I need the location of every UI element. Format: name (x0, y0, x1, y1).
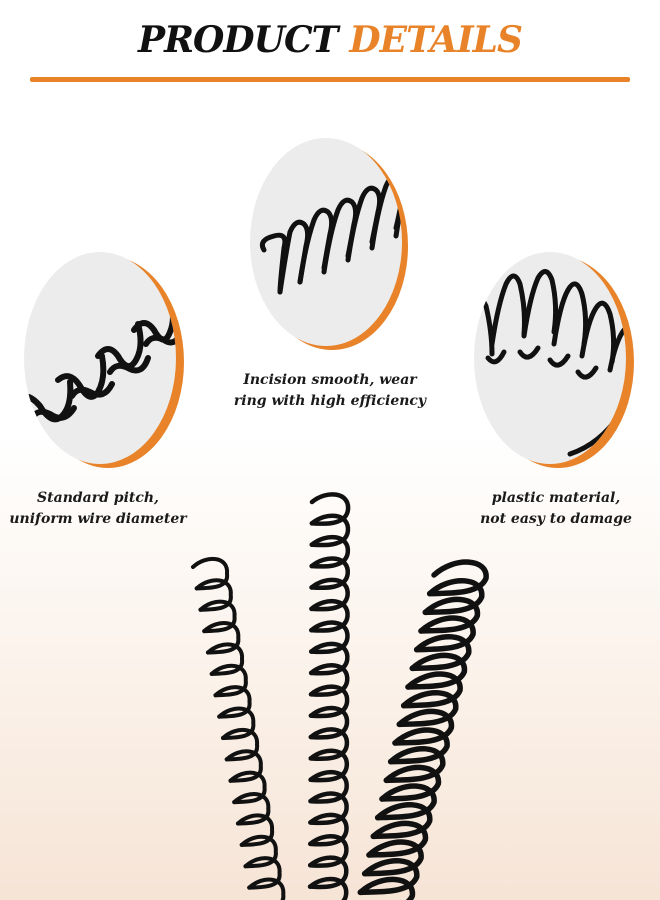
caption-line: Incision smooth, wear (243, 372, 417, 388)
coil-loop (309, 492, 351, 526)
coil-loop (357, 876, 416, 900)
coil-loop (236, 813, 275, 847)
coil-loop (374, 783, 437, 821)
coil-loop (194, 578, 233, 612)
coil-loop (221, 728, 260, 762)
coil-loop (426, 559, 489, 597)
coil-loop (309, 534, 351, 569)
coil-closeup-end-icon (250, 138, 408, 350)
coil-loop (308, 812, 349, 847)
coil-loop (308, 705, 350, 740)
coil-loop (422, 578, 485, 616)
coil-loop (308, 791, 349, 826)
coil-loop (387, 727, 450, 765)
coil-loop (309, 620, 350, 655)
detail-caption-center: Incision smooth, wear ring with high eff… (230, 370, 430, 412)
coil-loop (308, 727, 350, 762)
coil-loop (209, 663, 248, 698)
coil-loop (361, 839, 424, 877)
coil-loop (396, 690, 459, 728)
coil-loop (206, 642, 245, 676)
caption-line: Standard pitch, (37, 490, 159, 506)
coil-loop (202, 621, 241, 655)
coil-loop (232, 792, 271, 826)
coil-loop (308, 769, 349, 804)
coil-loop (239, 834, 278, 869)
product-photo (170, 485, 510, 900)
caption-line: not easy to damage (480, 511, 632, 527)
coil-loop (191, 557, 230, 591)
coil-left (191, 557, 286, 900)
coil-loop (213, 685, 252, 719)
title-word-product: PRODUCT (138, 19, 338, 61)
coil-loop (224, 749, 263, 783)
coil-loop (198, 599, 237, 634)
coil-right (357, 559, 489, 900)
coil-loop (309, 556, 350, 591)
caption-line: uniform wire diameter (9, 511, 187, 527)
coil-loop (308, 663, 350, 697)
detail-caption-left: Standard pitch, uniform wire diameter (4, 488, 192, 530)
coil-loop (400, 671, 463, 709)
coil-closeup-pitch-icon (24, 252, 184, 468)
coil-loop (309, 599, 350, 633)
coil-loop (309, 513, 351, 548)
coil-loop (307, 834, 349, 868)
coil-loop (243, 856, 282, 890)
caption-line: ring with high efficiency (233, 393, 427, 409)
coil-loop (247, 877, 286, 900)
coil-loop (308, 641, 350, 676)
coil-loop (418, 596, 481, 634)
coil-loop (228, 770, 267, 805)
detail-caption-right: plastic material, not easy to damage (468, 488, 644, 530)
coil-loop (308, 684, 350, 719)
coil-closeup-material-icon (474, 252, 634, 468)
coil-loop (383, 746, 446, 784)
coil-loop (379, 764, 442, 802)
coil-loop (370, 802, 433, 840)
detail-circle-center (246, 132, 414, 354)
coil-loop (307, 876, 349, 900)
detail-circle-left (22, 248, 190, 473)
coil-loop (309, 577, 350, 612)
page-title: PRODUCT DETAILS (0, 14, 660, 66)
coil-loop (308, 748, 349, 783)
coil-loop (217, 706, 256, 740)
detail-circle-right (470, 248, 640, 473)
coil-loop (405, 652, 468, 690)
coil-loop (307, 855, 349, 890)
coil-loop (392, 708, 455, 746)
coil-center (307, 492, 351, 900)
caption-line: plastic material, (491, 490, 621, 506)
coil-loop (413, 615, 476, 653)
title-word-details: DETAILS (349, 19, 523, 61)
coil-loop (366, 820, 429, 858)
coil-loop (357, 858, 420, 896)
spiral-binding-coils-icon (191, 492, 489, 900)
coil-loop (409, 634, 472, 672)
header-divider (30, 77, 630, 82)
